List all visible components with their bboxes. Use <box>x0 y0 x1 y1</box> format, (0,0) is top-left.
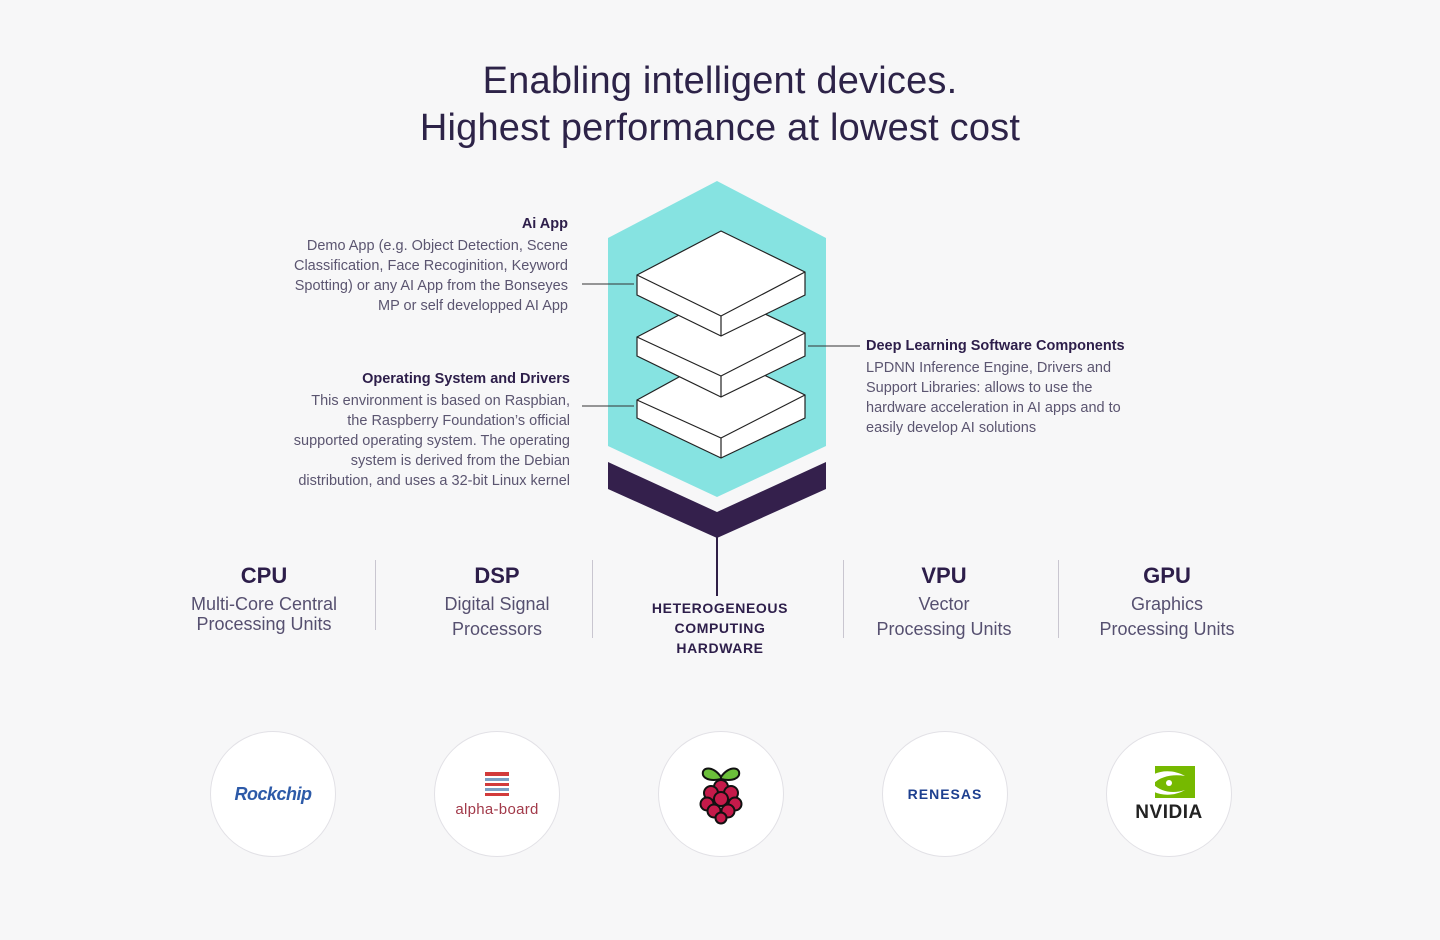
os-title: Operating System and Drivers <box>260 369 570 389</box>
raspberry-pi-icon <box>695 763 747 825</box>
os-body: This environment is based on Raspbian, t… <box>260 391 570 491</box>
processor-desc: Graphics Processing Units <box>1067 592 1267 642</box>
logo-raspberry-pi[interactable] <box>658 731 784 857</box>
processor-cpu: CPU Multi-Core Central Processing Units <box>164 562 364 634</box>
alpha-board-wordmark: alpha-board <box>455 801 538 818</box>
ai-app-title: Ai App <box>268 214 568 234</box>
heterogeneous-hardware-label: HETEROGENEOUS COMPUTING HARDWARE <box>620 598 820 658</box>
dl-title: Deep Learning Software Components <box>866 336 1166 356</box>
processor-code: GPU <box>1067 562 1267 590</box>
divider-2 <box>592 560 593 638</box>
processor-code: VPU <box>844 562 1044 590</box>
logo-alpha-board[interactable]: alpha-board <box>434 731 560 857</box>
processor-vpu: VPU Vector Processing Units <box>844 562 1044 642</box>
rockchip-wordmark: Rockchip <box>234 784 311 805</box>
alpha-board-icon <box>483 771 511 797</box>
os-callout: Operating System and Drivers This enviro… <box>260 369 570 491</box>
processor-desc: Multi-Core Central Processing Units <box>164 594 364 634</box>
divider-4 <box>1058 560 1059 638</box>
logo-nvidia[interactable]: NVIDIA <box>1106 731 1232 857</box>
hardware-connector-line <box>716 536 718 596</box>
processor-gpu: GPU Graphics Processing Units <box>1067 562 1267 642</box>
processor-dsp: DSP Digital Signal Processors <box>397 562 597 642</box>
nvidia-eye-icon <box>1141 764 1197 800</box>
renesas-wordmark: RENESAS <box>908 786 983 802</box>
dl-callout: Deep Learning Software Components LPDNN … <box>866 336 1166 438</box>
processor-code: DSP <box>397 562 597 590</box>
logo-rockchip[interactable]: Rockchip <box>210 731 336 857</box>
divider-1 <box>375 560 376 630</box>
logo-renesas[interactable]: RENESAS <box>882 731 1008 857</box>
processor-desc: Digital Signal Processors <box>397 592 597 642</box>
ai-app-callout: Ai App Demo App (e.g. Object Detection, … <box>268 214 568 316</box>
processor-desc: Vector Processing Units <box>844 592 1044 642</box>
nvidia-wordmark: NVIDIA <box>1135 802 1202 824</box>
processor-code: CPU <box>164 562 364 590</box>
dl-body: LPDNN Inference Engine, Drivers and Supp… <box>866 358 1166 438</box>
ai-app-body: Demo App (e.g. Object Detection, Scene C… <box>268 236 568 316</box>
